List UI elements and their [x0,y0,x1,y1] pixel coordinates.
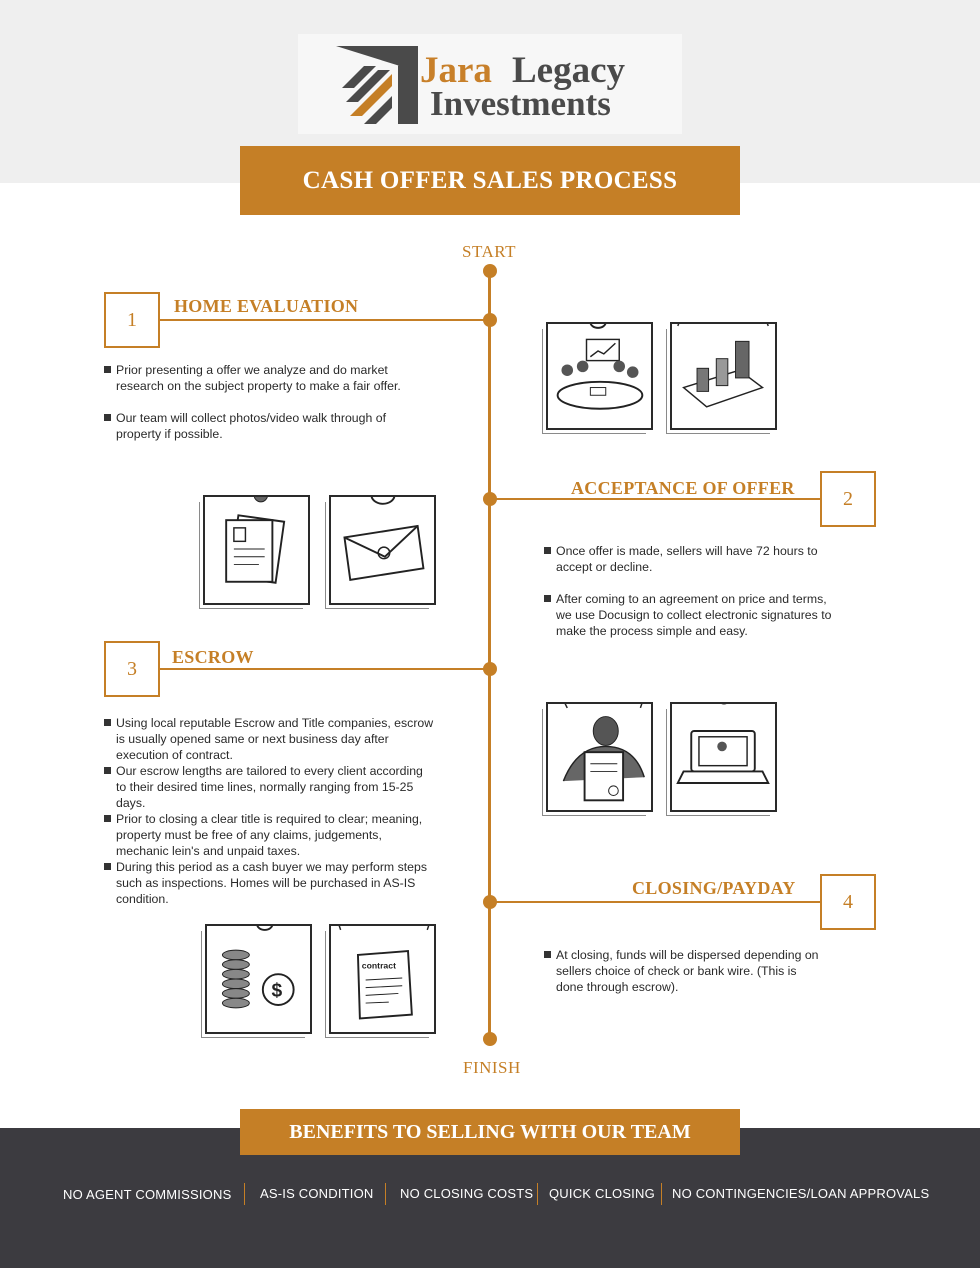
step-3-number: 3 [104,641,160,697]
benefit-separator [537,1183,538,1205]
step-4-bullets: At closing, funds will be dispersed depe… [544,947,824,995]
benefit-item: NO AGENT COMMISSIONS [63,1187,232,1202]
step-4-connector [490,901,822,903]
step-3-title: ESCROW [172,647,254,667]
benefit-item: AS-IS CONDITION [260,1186,374,1201]
coins-illustration: $ [201,924,312,1038]
step-1-title: HOME EVALUATION [174,296,359,316]
step-3-bullet: During this period as a cash buyer we ma… [104,859,436,907]
contract-illustration: contract [325,924,436,1038]
documents-illustration [199,495,310,609]
benefit-separator [244,1183,245,1205]
step-4-title: CLOSING/PAYDAY [632,878,796,898]
person-document-illustration [542,702,653,816]
step-1-number: 1 [104,292,160,348]
timeline-dot-3 [483,662,497,676]
step-3-connector [158,668,488,670]
meeting-icon [556,324,644,410]
timeline-finish-label: FINISH [463,1058,521,1077]
bar-chart-icon [677,324,769,408]
step-2-bullet: Once offer is made, sellers will have 72… [544,543,844,575]
timeline-start-label: START [462,242,516,261]
svg-text:$: $ [271,980,282,1001]
logo-text-investments: Investments [430,84,611,123]
laptop-illustration [666,702,777,816]
contract-icon: contract [338,926,430,1020]
timeline-finish-dot [483,1032,497,1046]
benefit-item: NO CONTINGENCIES/LOAN APPROVALS [672,1186,930,1201]
step-2-bullets: Once offer is made, sellers will have 72… [544,543,844,639]
step-1-connector [158,319,488,321]
step-4-number: 4 [820,874,876,930]
step-4-bullet: At closing, funds will be dispersed depe… [544,947,824,995]
step-2-title: ACCEPTANCE OF OFFER [571,478,795,498]
step-3-bullet: Our escrow lengths are tailored to every… [104,763,436,811]
step-3-bullet: Using local reputable Escrow and Title c… [104,715,436,763]
step-1-bullets: Prior presenting a offer we analyze and … [104,362,434,442]
person-holding-document-icon [562,704,645,802]
step-1-bullet: Prior presenting a offer we analyze and … [104,362,434,394]
step-2-bullet: After coming to an agreement on price an… [544,591,844,639]
benefit-item: QUICK CLOSING [549,1186,655,1201]
envelope-illustration [325,495,436,609]
meeting-illustration [542,322,653,434]
charts-illustration [666,322,777,434]
logo [298,34,682,134]
document-icon [225,497,286,584]
benefit-item: NO CLOSING COSTS [400,1186,534,1201]
step-3-bullet: Prior to closing a clear title is requir… [104,811,436,859]
benefits-title: BENEFITS TO SELLING WITH OUR TEAM [240,1109,740,1155]
coins-dollar-icon: $ [221,926,295,1009]
timeline-dot-1 [483,313,497,327]
page-title: CASH OFFER SALES PROCESS [240,146,740,215]
benefit-separator [385,1183,386,1205]
step-2-connector [490,498,822,500]
benefit-separator [661,1183,662,1205]
envelope-icon [343,497,425,581]
contract-text: contract [362,960,396,970]
timeline-line [488,270,491,1040]
step-3-bullets: Using local reputable Escrow and Title c… [104,715,436,907]
logo-arrow-icon [336,46,418,124]
laptop-icon [676,704,770,784]
logo-text-jara: Jara [420,50,492,91]
step-1-bullet: Our team will collect photos/video walk … [104,410,434,442]
step-2-number: 2 [820,471,876,527]
timeline-start-dot [483,264,497,278]
logo-text-legacy: Legacy [512,50,626,91]
